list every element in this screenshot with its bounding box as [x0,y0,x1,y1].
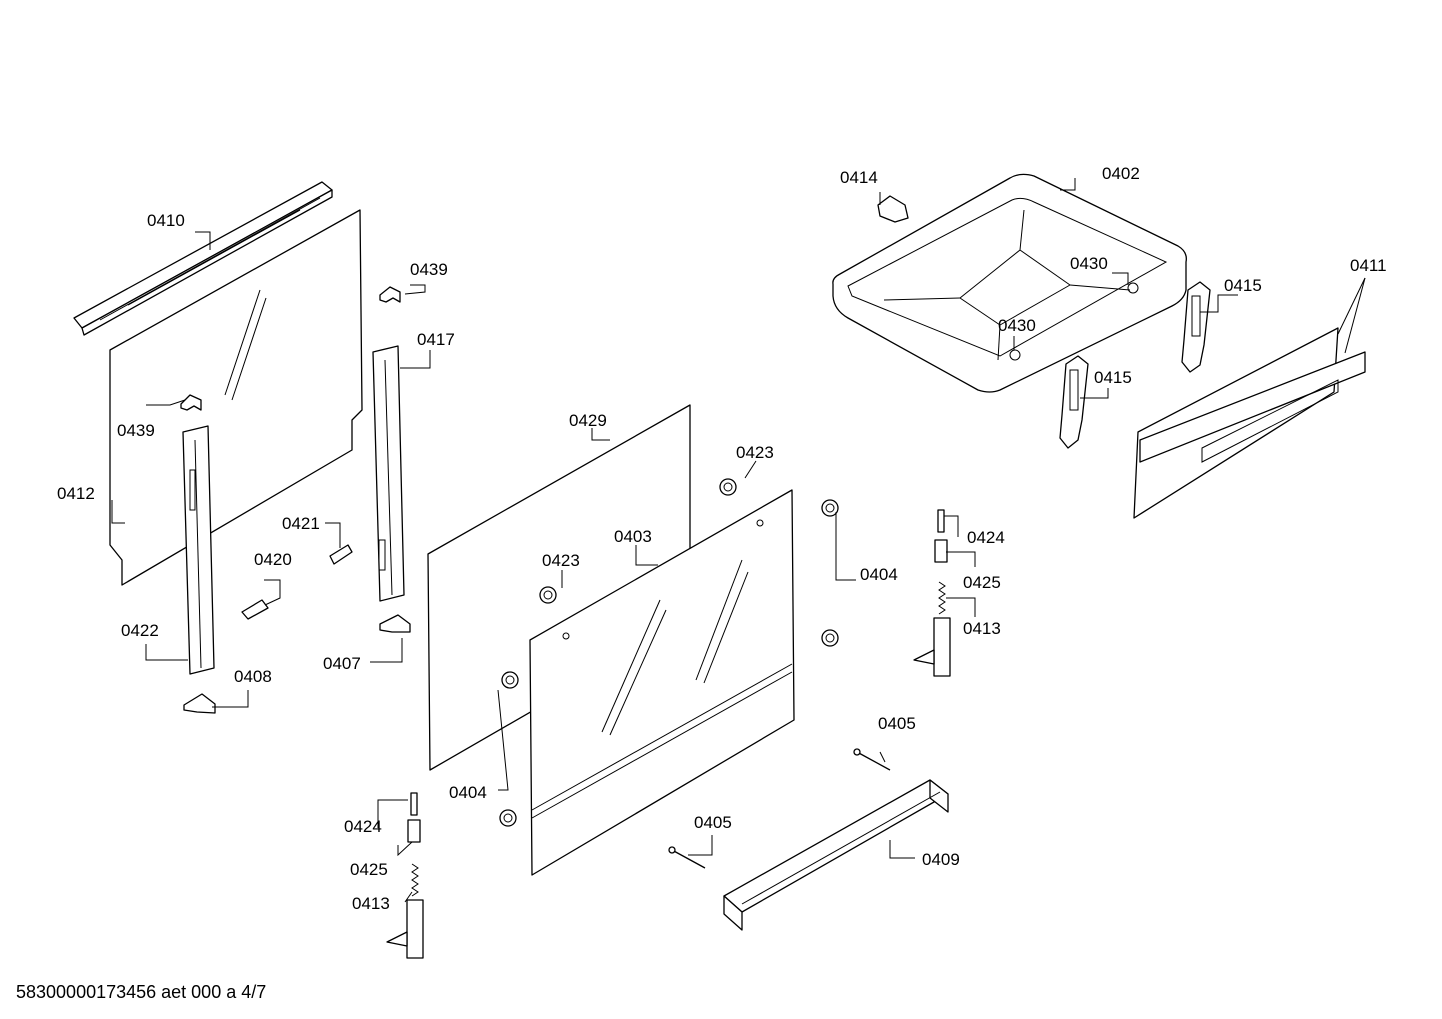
part-0404-bumper-left-upper [501,671,519,689]
part-0407-hinge-holder [379,614,411,633]
label-0425-right: 0425 [963,573,1001,592]
label-0430-upper: 0430 [1070,254,1108,273]
part-0423-bumper-lower [539,586,557,604]
part-0404-bumper-left-lower [499,809,517,827]
label-0405-left: 0405 [694,813,732,832]
part-0423-bumper-upper [719,478,737,496]
part-0405-screw-right [853,748,891,771]
label-0421: 0421 [282,514,320,533]
document-id-footer: 58300000173456 aet 000 a 4/7 [16,982,266,1002]
part-0420-bracket [241,599,269,620]
leader-lines [111,178,1366,903]
label-0429: 0429 [569,411,607,430]
label-0413-right: 0413 [963,619,1001,638]
part-0404-bumper-right-lower [821,629,839,647]
label-0409: 0409 [922,850,960,869]
part-0439-clip-upper [379,286,401,303]
label-0423-upper: 0423 [736,443,774,462]
label-0424-left: 0424 [344,817,382,836]
label-0412: 0412 [57,484,95,503]
part-0411-drawer-front [1133,327,1366,519]
part-0425-sleeve-right [934,539,948,563]
part-0405-screw-left [668,846,706,869]
label-0430-lower: 0430 [998,316,1036,335]
part-0403-door-front [529,489,795,876]
part-0413-hinge-right [913,581,951,677]
part-0424-pin-left [410,792,418,816]
part-0422-left-rail [182,425,215,675]
label-0439-lower: 0439 [117,421,155,440]
label-0411: 0411 [1350,256,1387,275]
label-0408: 0408 [234,667,272,686]
label-0402: 0402 [1102,164,1140,183]
part-0415-slide-lower [1059,355,1089,449]
label-0410: 0410 [147,211,185,230]
label-0404-left: 0404 [449,783,487,802]
label-0424-right: 0424 [967,528,1005,547]
label-0407: 0407 [323,654,361,673]
part-0410-trim-strip [73,181,333,336]
part-0413-hinge-left [386,863,424,959]
label-0425-left: 0425 [350,860,388,879]
part-0421-bracket [329,544,353,565]
part-0402-drawer-tray [832,173,1187,393]
part-0425-sleeve-left [407,819,421,843]
part-0409-handle [723,779,949,931]
label-0420: 0420 [254,550,292,569]
label-0404-right: 0404 [860,565,898,584]
part-0417-right-rail [372,345,405,602]
label-0413-left: 0413 [352,894,390,913]
part-0414-clip [877,195,909,223]
label-0422: 0422 [121,621,159,640]
part-0404-bumper-right-upper [821,499,839,517]
label-0405-right: 0405 [878,714,916,733]
label-0403: 0403 [614,527,652,546]
part-0424-pin-right [937,509,945,533]
part-0439-clip-lower [180,394,202,411]
label-0414: 0414 [840,168,878,187]
label-0417: 0417 [417,330,455,349]
label-0423-lower: 0423 [542,551,580,570]
label-0439-upper: 0439 [410,260,448,279]
part-0415-slide-upper [1181,281,1211,373]
label-0415-upper: 0415 [1224,276,1262,295]
part-0412-glass-panel [109,209,363,586]
part-0408-hinge-holder [183,693,216,714]
label-0415-lower: 0415 [1094,368,1132,387]
